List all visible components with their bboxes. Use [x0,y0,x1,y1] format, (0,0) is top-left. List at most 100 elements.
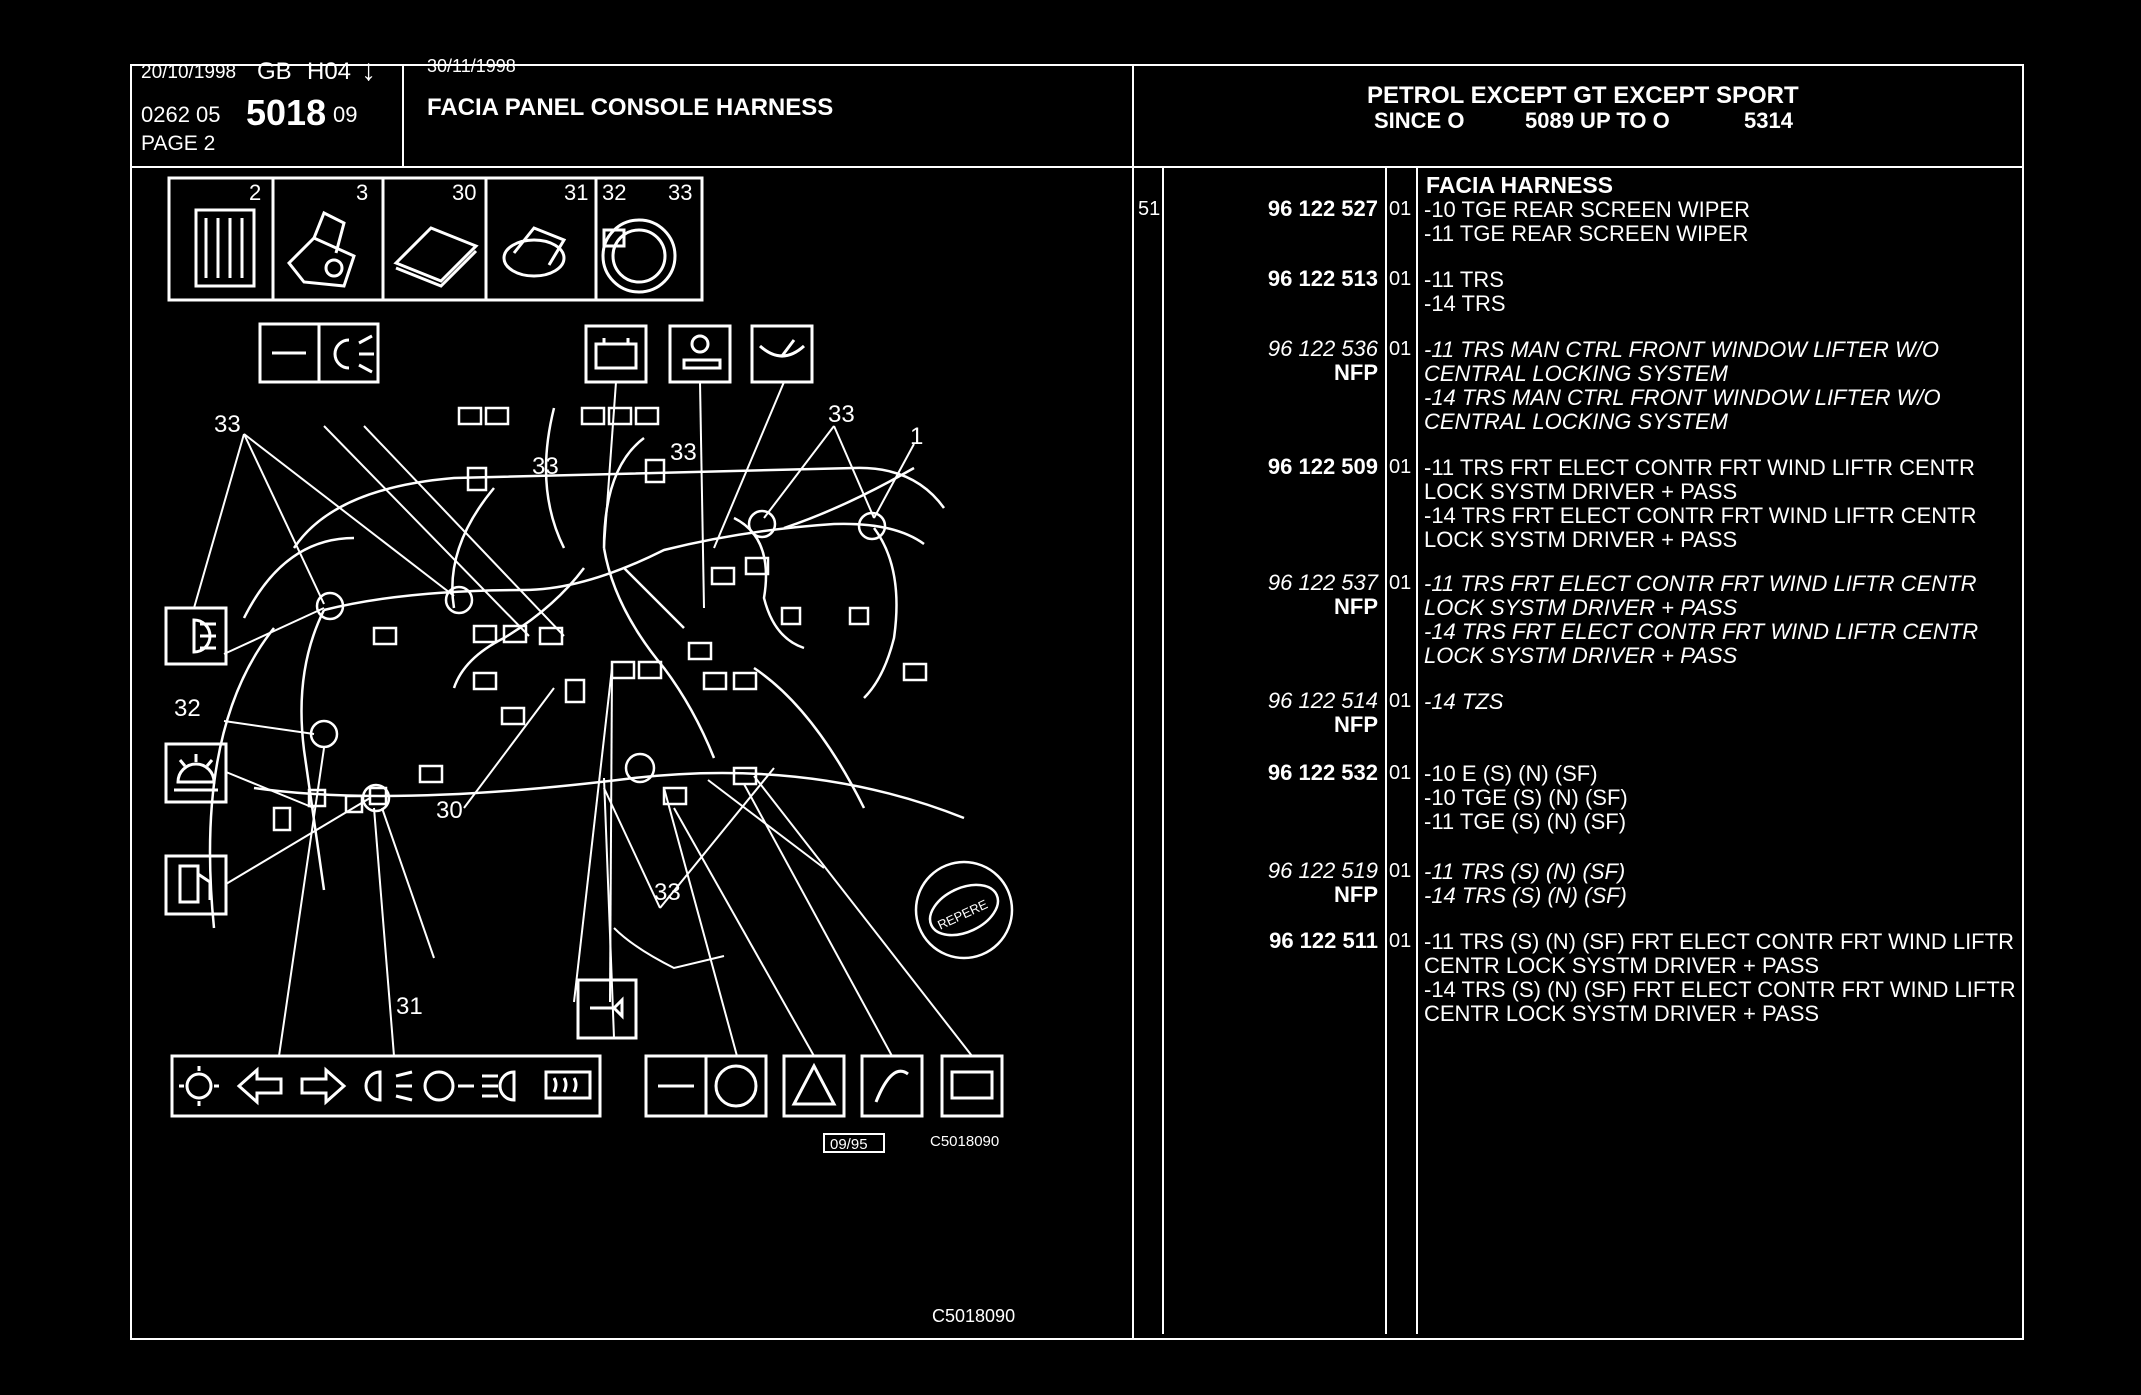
date-box-label: 09/95 [830,1136,868,1153]
part-number: 96 122 527 [1267,196,1378,221]
battery-charge-icon [584,324,648,384]
oil-pressure-icon [668,324,732,384]
description-line: -11 TRS FRT ELECT CONTR FRT WIND LIFTR C… [1424,455,1975,480]
applicability-line2-c: 5314 [1744,108,1793,133]
harness-diagram: 2 3 30 31 32 33 [164,176,1015,1326]
page-frame [130,64,2024,1340]
ref-small: C5018090 [930,1133,999,1150]
leader-lines [193,381,973,1057]
turn-left-icon [236,1066,283,1106]
top-icon-num-2: 2 [249,180,261,205]
description-line: -14 TZS [1424,689,1504,714]
top-icon-num-33: 33 [668,180,692,205]
nfp-label: NFP [1334,594,1378,619]
dipped-beam-icon [364,1070,413,1102]
description-line: CENTR LOCK SYSTM DRIVER + PASS [1424,1001,1820,1026]
description-line: -14 TRS MAN CTRL FRONT WINDOW LIFTER W/O [1424,385,1941,410]
top-icon-num-31: 31 [564,180,588,205]
part-number: 96 122 513 [1267,266,1378,291]
header-page: PAGE 2 [141,132,216,155]
applicability-line2-b: 5089 UP TO O [1525,108,1670,133]
washer-icon [860,1054,924,1118]
variant-code: 01 [1389,456,1412,478]
cable-tie-icon [601,218,677,294]
applicability-line1: PETROL EXCEPT GT EXCEPT SPORT [1367,82,1799,109]
hazard-triangle-icon [782,1054,846,1118]
part-number: 96 122 511 [1269,928,1378,953]
header-divider [402,64,404,166]
description-line: -11 TRS (S) (N) (SF) [1424,859,1626,884]
description-line: -11 TRS FRT ELECT CONTR FRT WIND LIFTR C… [1424,571,1977,596]
parts-col-rule-1 [1162,168,1164,1334]
variant-code: 01 [1389,338,1412,360]
top-icon-num-30: 30 [452,180,476,205]
description-line: -14 TRS FRT ELECT CONTR FRT WIND LIFTR C… [1424,619,1979,644]
gauge-icon [750,324,814,384]
item-number: 51 [1138,198,1161,220]
variant-code: 01 [1389,762,1412,784]
variant-code: 01 [1389,572,1412,594]
callout-33-right: 33 [828,401,855,428]
connector-block-icon [194,208,256,288]
applicability-line2-a: SINCE O [1374,108,1465,133]
top-icons-frame [167,176,704,302]
description-line: -14 TRS (S) (N) (SF) [1424,883,1627,908]
nfp-label: NFP [1334,882,1378,907]
part-number: 96 122 509 [1267,454,1378,479]
lighting-icon [179,1066,219,1106]
nfp-label: NFP [1334,712,1378,737]
header-ref-main: 5018 [246,92,327,133]
fuel-pump-icon [164,854,228,916]
parts-col-rule-2 [1385,168,1387,1334]
header-lang: GB [257,58,292,85]
description-line: LOCK SYSTM DRIVER + PASS [1424,527,1738,552]
description-line: CENTRAL LOCKING SYSTEM [1424,409,1728,434]
part-number: 96 122 536 [1267,336,1378,361]
part-number: 96 122 519 [1267,858,1378,883]
callout-32: 32 [174,695,201,722]
description-line: -14 TRS (S) (N) (SF) FRT ELECT CONTR FRT… [1424,977,2016,1002]
header-date2: 30/11/1998 [427,56,516,76]
group-title: FACIA HARNESS [1426,172,1613,198]
callout-33-left: 33 [214,411,241,438]
auto-light-icon [423,1070,474,1102]
variant-code: 01 [1389,860,1412,882]
callout-33-center: 33 [670,439,697,466]
description-line: -14 TRS FRT ELECT CONTR FRT WIND LIFTR C… [1424,503,1977,528]
parts-col-rule-3 [1416,168,1418,1334]
callout-33-mid: 33 [532,453,559,480]
heated-rear-window-icon [544,1070,592,1100]
variant-code: 01 [1389,268,1412,290]
variant-code: 01 [1389,690,1412,712]
side-light-switch-icon [258,322,380,384]
top-icon-num-32: 32 [602,180,626,205]
header-date1: 20/10/1998 [141,62,237,83]
bottom-lamps-frame [170,1054,602,1118]
header-ref-suffix: 09 [333,102,358,127]
description-line: -11 TRS [1424,267,1504,292]
callout-30: 30 [436,797,463,824]
description-line: -14 TRS [1424,291,1506,316]
grommet-icon [502,226,567,278]
header-code: H04 [307,58,352,85]
part-number: 96 122 537 [1267,570,1378,595]
header-rule [130,166,2022,168]
description-line: CENTR LOCK SYSTM DRIVER + PASS [1424,953,1820,978]
callout-33-bottom: 33 [654,879,681,906]
description-line: -11 TGE (S) (N) (SF) [1424,809,1627,834]
header-ref-prefix: 0262 05 [141,102,221,127]
callout-31: 31 [396,993,423,1020]
down-arrow-icon: ↓ [361,54,376,87]
description-line: LOCK SYSTM DRIVER + PASS [1424,643,1738,668]
center-divider [1132,64,1134,1338]
date-box [823,1133,885,1153]
variant-code: 01 [1389,198,1412,220]
nfp-label: NFP [1334,360,1378,385]
repere-badge [914,860,1014,960]
page-title: FACIA PANEL CONSOLE HARNESS [427,94,834,121]
hazard-warning-light-icon [164,742,228,804]
parking-brake-icon [704,1054,768,1118]
handbrake-switch-icon [644,1054,708,1118]
callout-1: 1 [910,423,923,450]
repere-label: REPERE [935,896,990,932]
